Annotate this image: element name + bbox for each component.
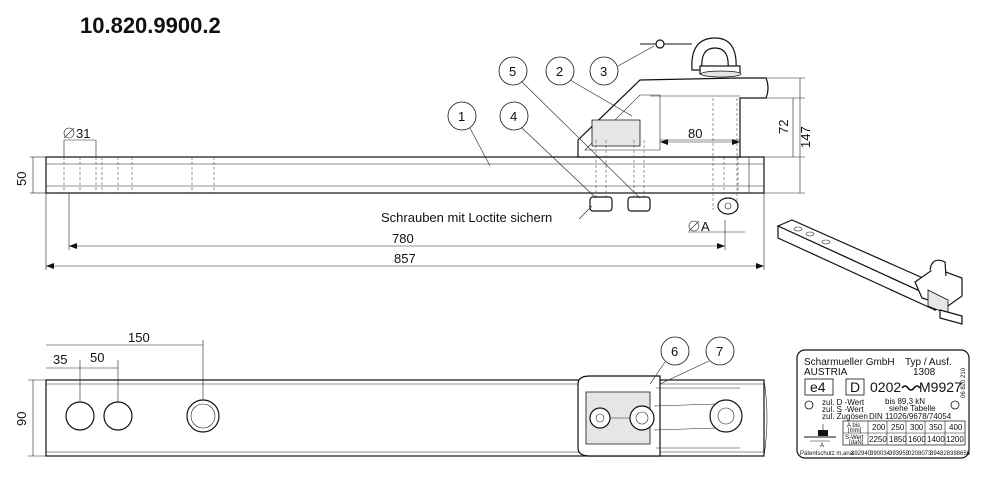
table-s-unit: [daN] — [849, 440, 864, 446]
nameplate-country: AUSTRIA — [804, 367, 848, 378]
hitch-insert — [591, 119, 641, 147]
patent-number: 394828 — [930, 451, 951, 457]
top-view: 150 35 50 90 6 7 — [14, 330, 768, 457]
pictogram-label: A — [820, 443, 824, 449]
nameplate-row-label: zul. Zugösen — [822, 412, 868, 421]
drawbar-side-outline — [45, 156, 765, 194]
callout-7: 7 — [716, 344, 723, 359]
nameplate: Scharmueller GmbH AUSTRIA Typ / Ausf. 13… — [796, 349, 971, 459]
isometric-view — [776, 219, 963, 325]
callout-1: 1 — [458, 109, 465, 124]
table-s-value: 2250 — [869, 435, 887, 444]
table-a-value: 300 — [910, 423, 924, 432]
bolt-nut-right — [627, 196, 651, 212]
nameplate-d-mark: D — [850, 379, 860, 395]
nameplate-approval-suffix: M9927 — [919, 379, 962, 395]
dim-35: 35 — [53, 352, 67, 367]
dim-diameter-31: 31 — [76, 126, 90, 141]
dim-width-90: 90 — [14, 412, 29, 426]
hitch-pictogram-icon — [804, 424, 836, 442]
dim-150: 150 — [128, 330, 150, 345]
nameplate-side-number: 06 820 210 — [961, 367, 967, 398]
patent-number: 392940 — [851, 451, 872, 457]
part-number: 10.820.9900.2 — [80, 13, 221, 38]
loctite-note: Schrauben mit Loctite sichern — [381, 210, 552, 225]
top-hole-1 — [65, 401, 95, 431]
nameplate-footer-label: Patentschutz m.ana. — [800, 451, 855, 457]
nameplate-table: A bis [mm] 200 250 300 350 400 S-Wert [d… — [842, 420, 966, 446]
table-a-value: 350 — [929, 423, 943, 432]
dim-pin-diameter-a: A — [701, 219, 710, 234]
table-a-value: 200 — [872, 423, 886, 432]
side-view: 31 50 780 857 80 72 147 — [14, 37, 813, 270]
rivet-right-icon — [950, 400, 960, 410]
nameplate-row-value: bis 89,3 kN — [885, 397, 925, 406]
hitch-pin — [640, 37, 742, 78]
dim-vertical-72: 72 — [776, 120, 791, 134]
nameplate-type-value: 1308 — [913, 367, 936, 378]
nameplate-company: Scharmueller GmbH — [804, 357, 895, 368]
nameplate-type-label: Typ / Ausf. — [905, 357, 952, 368]
table-s-label: S-Wert — [845, 435, 864, 441]
callout-2: 2 — [556, 64, 563, 79]
table-a-unit: [mm] — [848, 428, 862, 434]
top-hole-2 — [103, 401, 133, 431]
patent-number: 393959 — [889, 451, 910, 457]
callout-3: 3 — [600, 64, 607, 79]
dim-length-780: 780 — [392, 231, 414, 246]
table-s-value: 1850 — [889, 435, 907, 444]
dim-50: 50 — [90, 350, 104, 365]
callout-4: 4 — [510, 109, 517, 124]
nameplate-approval-prefix: 0202 — [870, 379, 901, 395]
dim-vertical-147: 147 — [798, 126, 813, 148]
patent-number: 390034 — [870, 451, 891, 457]
nameplate-row-value: siehe Tabelle — [889, 404, 936, 413]
table-s-value: 1200 — [946, 435, 964, 444]
table-a-value: 400 — [949, 423, 963, 432]
table-s-value: 1600 — [908, 435, 926, 444]
hidden-holes-side — [63, 157, 739, 193]
rivet-left-icon — [804, 400, 814, 410]
callouts-side: 1 2 3 4 5 — [447, 45, 655, 199]
bolt-nut-left — [589, 196, 613, 212]
top-hole-3 — [186, 399, 220, 433]
nameplate-e-mark: e4 — [810, 379, 826, 395]
callout-5: 5 — [509, 64, 516, 79]
nameplate-row-label: zul. S -Wert — [822, 405, 864, 414]
dim-height-50: 50 — [14, 172, 29, 186]
nameplate-row-value: DIN 11026/9678/74054 — [869, 412, 952, 421]
table-a-value: 250 — [891, 423, 905, 432]
table-a-label: A bis — [847, 423, 860, 429]
nameplate-row-label: zul. D -Wert — [822, 398, 865, 407]
table-s-value: 1400 — [927, 435, 945, 444]
dim-offset-80: 80 — [688, 126, 702, 141]
callout-6: 6 — [671, 344, 678, 359]
patent-number: 398656 — [950, 451, 971, 457]
pin-bottom-clip — [717, 197, 739, 215]
dim-length-857: 857 — [394, 251, 416, 266]
patent-number: 0208073 — [908, 451, 932, 457]
